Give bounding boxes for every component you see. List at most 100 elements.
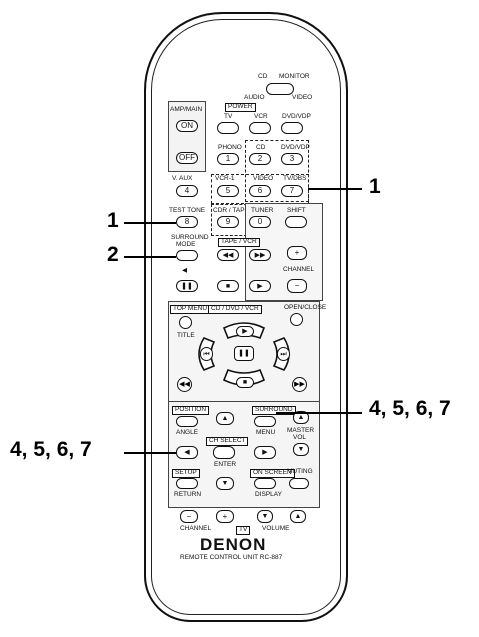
position-label: POSITION (172, 406, 210, 415)
callout-line-left-2 (124, 256, 176, 258)
tv-channel-minus-button[interactable]: − (180, 510, 198, 523)
mode-monitor-label: MONITOR (279, 73, 310, 80)
down-arrow-icon: ▼ (221, 480, 229, 487)
test-tone-label: TEST TONE (169, 207, 206, 214)
button-3[interactable]: 3 (281, 153, 303, 165)
surround-label: SURROUND (171, 234, 209, 241)
cd-label: CD (256, 144, 266, 151)
play-button[interactable]: ▶ (249, 280, 271, 292)
enter-label: ENTER (214, 461, 237, 468)
channel-bottom-label: CHANNEL (180, 525, 212, 532)
surround-param-label: SURROUND (252, 406, 296, 415)
button-2[interactable]: 2 (249, 153, 271, 165)
up-arrow-icon: ▲ (297, 414, 305, 421)
angle-button[interactable] (176, 416, 198, 427)
callout-right-1: 1 (369, 175, 381, 198)
down-button[interactable]: ▼ (216, 477, 234, 490)
callout-line-left-1 (124, 222, 176, 224)
power-group-label: POWER (225, 103, 256, 112)
volume-down-button[interactable]: ▼ (293, 443, 309, 456)
callout-left-2: 2 (107, 243, 119, 266)
tv-volume-down-button[interactable]: ▼ (257, 510, 273, 523)
muting-label: MUTING (287, 468, 313, 475)
scan-forward-icon: ▶▶ (294, 381, 305, 388)
tv-volume-up-button[interactable]: ▲ (290, 510, 306, 523)
ch-select-label: CH SELECT (206, 437, 249, 446)
callout-line-left-4567 (124, 452, 176, 454)
callout-right-4567: 4, 5, 6, 7 (369, 397, 451, 420)
button-8[interactable]: 8 (176, 216, 198, 228)
fast-forward-button[interactable]: ▶▶ (249, 249, 271, 261)
pause-dial-button[interactable]: ❚❚ (234, 346, 254, 361)
enter-button[interactable] (213, 446, 235, 459)
fast-forward-icon: ▶▶ (254, 251, 266, 259)
setup-label: SETUP (172, 469, 200, 478)
dvd-label: DVD/VDP (281, 144, 310, 151)
phono-label: PHONO (218, 144, 242, 151)
pause-icon: ❚❚ (181, 282, 193, 290)
stop-button[interactable]: ■ (217, 280, 239, 292)
source-dotted-box (245, 140, 309, 202)
angle-label: ANGLE (176, 429, 199, 436)
open-close-label: OPEN/CLOSE (284, 304, 327, 311)
title-label: TITLE (177, 332, 195, 339)
amp-power-label: AMP/MAIN (170, 106, 203, 113)
right-button[interactable]: ▶ (254, 446, 276, 459)
callout-line-right-4567 (276, 412, 362, 414)
off-button[interactable]: OFF (176, 152, 198, 164)
pause-button[interactable]: ❚❚ (176, 280, 198, 292)
down-arrow-icon: ▼ (297, 446, 305, 453)
button-7[interactable]: 7 (281, 185, 303, 197)
tv-label: TV (236, 526, 251, 535)
vol-label: VOL (293, 434, 307, 441)
skip-back-button[interactable]: ⏮ (200, 347, 213, 361)
tuner-label: TUNER (251, 207, 274, 214)
left-button[interactable]: ◀ (176, 446, 198, 459)
callout-left-1: 1 (107, 209, 119, 232)
button-5[interactable]: 5 (217, 185, 239, 197)
button-1[interactable]: 1 (217, 153, 239, 165)
channel-plus-button[interactable]: + (287, 246, 307, 260)
play-icon: ▶ (257, 282, 263, 290)
pause-icon: ❚❚ (238, 350, 250, 357)
skip-forward-button[interactable]: ⏭ (277, 347, 290, 361)
menu-button[interactable] (254, 416, 276, 427)
callout-line-right-1 (308, 188, 362, 190)
mode-label: MODE (176, 241, 196, 248)
shift-label: SHIFT (287, 207, 306, 214)
v-aux-label: V. AUX (172, 175, 193, 182)
mode-slide-switch[interactable] (266, 83, 294, 95)
channel-minus-button[interactable]: − (287, 279, 307, 293)
return-button[interactable] (176, 478, 198, 489)
stop-dial-button[interactable]: ■ (236, 377, 254, 388)
open-close-button[interactable] (290, 313, 303, 326)
button-0[interactable]: 0 (249, 216, 271, 228)
shift-button[interactable] (285, 216, 307, 228)
muting-button[interactable] (289, 478, 309, 489)
up-button[interactable]: ▲ (216, 412, 234, 425)
volume-up-button[interactable]: ▲ (293, 411, 309, 424)
scan-back-button[interactable]: ◀◀ (177, 377, 192, 392)
display-button[interactable] (254, 478, 276, 489)
button-9[interactable]: 9 (217, 216, 239, 228)
top-menu-button[interactable] (179, 316, 192, 329)
scan-forward-button[interactable]: ▶▶ (292, 377, 307, 392)
mode-audio-label: AUDIO (244, 94, 265, 101)
tv-channel-plus-button[interactable]: + (216, 510, 234, 523)
on-button[interactable]: ON (176, 120, 198, 132)
surround-mode-button[interactable] (176, 250, 198, 261)
skip-back-icon: ⏮ (203, 350, 210, 358)
button-4[interactable]: 4 (176, 185, 198, 197)
play-dial-button[interactable]: ▶ (236, 326, 254, 337)
callout-left-4567: 4, 5, 6, 7 (10, 438, 92, 461)
skip-forward-icon: ⏭ (280, 350, 287, 358)
dvd-power-button[interactable] (281, 122, 303, 134)
rewind-button[interactable]: ◀◀ (217, 249, 239, 261)
tv-power-button[interactable] (217, 122, 239, 134)
return-label: RETURN (174, 491, 202, 498)
vcr-power-button[interactable] (249, 122, 271, 134)
button-6[interactable]: 6 (249, 185, 271, 197)
volume-label: VOLUME (262, 525, 290, 532)
rewind-icon: ◀◀ (222, 251, 234, 259)
